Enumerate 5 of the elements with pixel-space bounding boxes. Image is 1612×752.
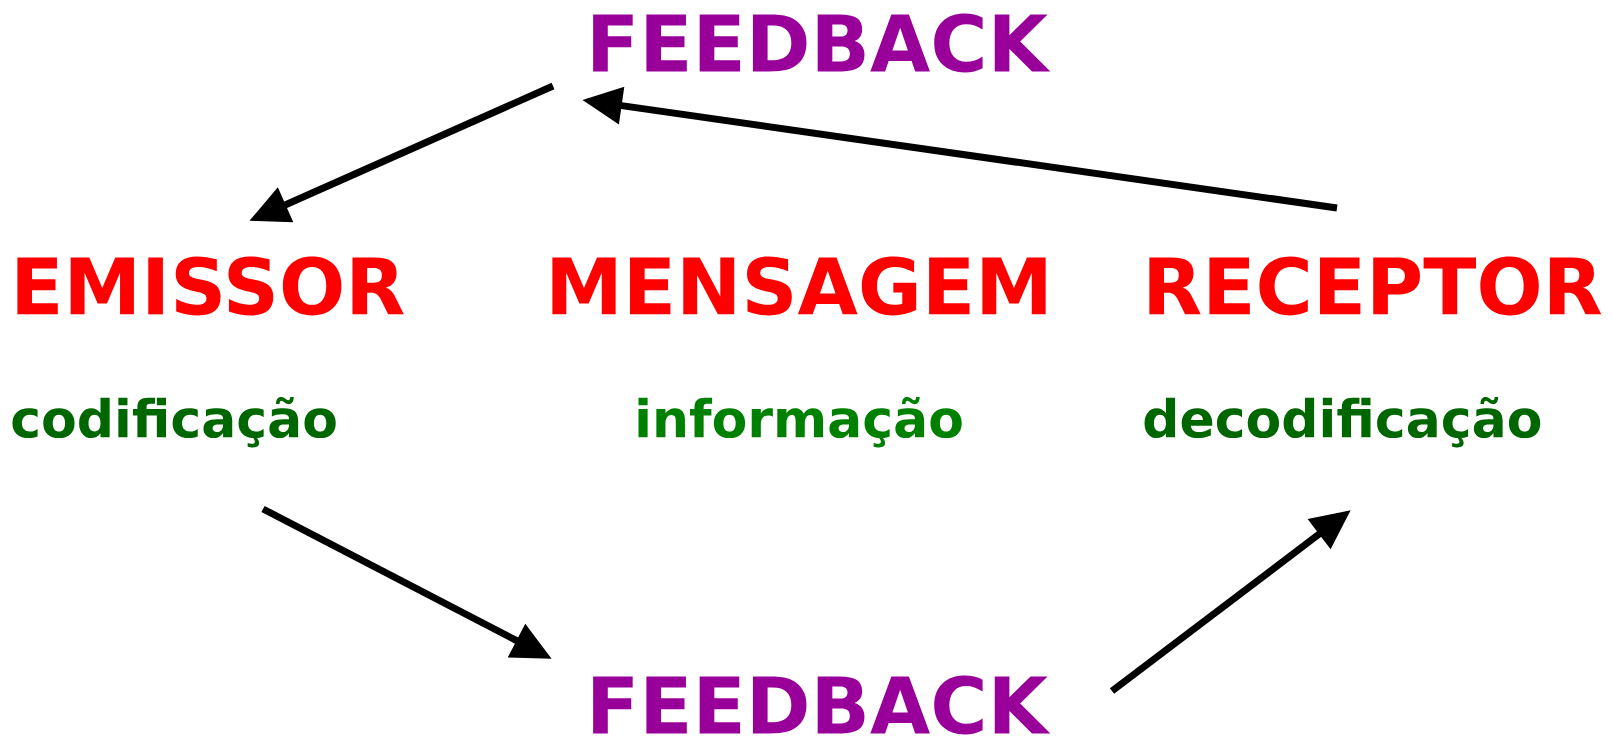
concept-label: MENSAGEM informação bbox=[552, 256, 1046, 448]
concept-label: RECEPTOR decodificação bbox=[1144, 256, 1602, 448]
feedback-label: FEEDBACK bbox=[593, 675, 1051, 735]
concept-label: EMISSOR codificação bbox=[12, 256, 404, 448]
feedback-label: FEEDBACK bbox=[593, 13, 1051, 73]
